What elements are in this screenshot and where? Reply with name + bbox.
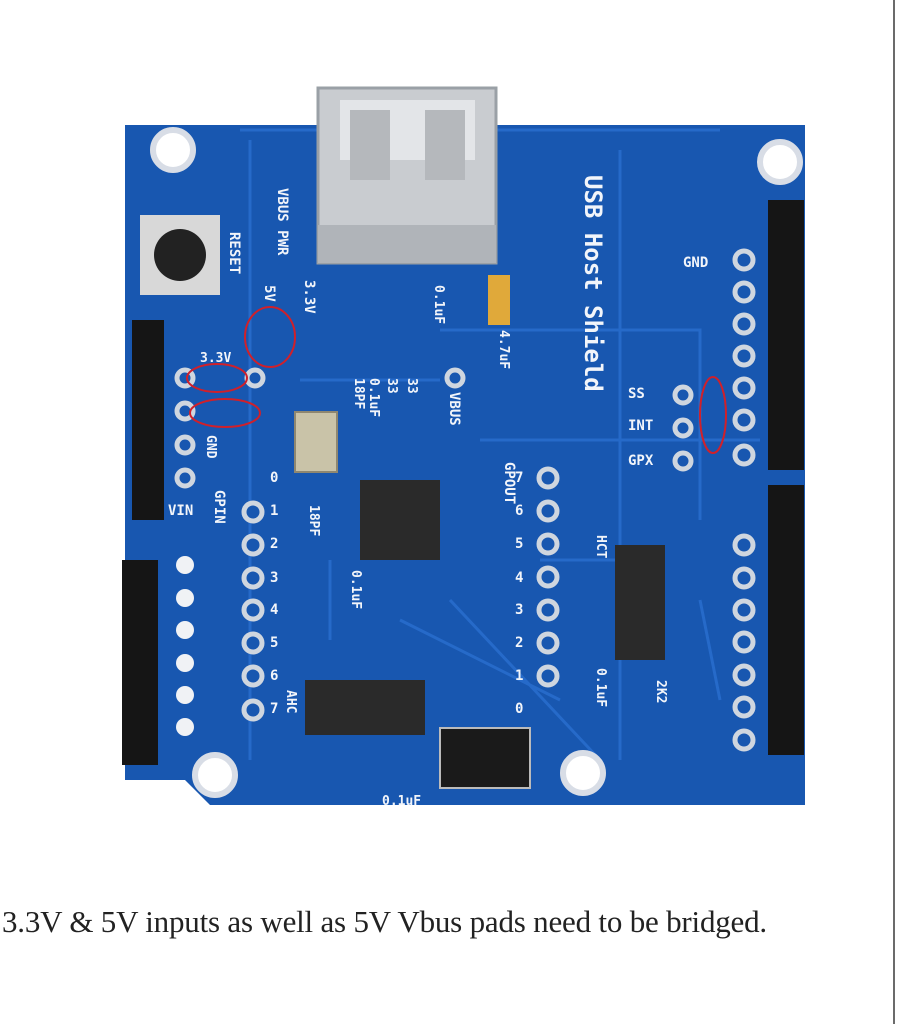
label-ss: SS [628, 386, 645, 402]
label-0-1uf-mid: 0.1uF [366, 378, 381, 417]
label-33-a: 33 [384, 378, 399, 394]
label-gpx: GPX [628, 453, 654, 469]
gpin-number: 6 [270, 668, 278, 684]
label-vbus: VBUS [446, 392, 462, 426]
label-ahc: AHC [283, 690, 298, 713]
ics [294, 275, 665, 789]
label-gnd-left: GND [203, 435, 218, 459]
gpin-numbers: 0 1 2 3 4 5 6 7 [270, 470, 278, 717]
label-0-1uf-bottom: 0.1uF [382, 794, 421, 809]
bridge-highlights [186, 306, 727, 454]
caption: 3.3V & 5V inputs as well as 5V Vbus pads… [2, 904, 767, 939]
pin-headers [122, 200, 804, 765]
gpin-number: 2 [270, 536, 278, 552]
label-0-1uf-chip: 0.1uF [348, 570, 363, 609]
label-18pf-b: 18PF [306, 505, 321, 536]
label-2k2: 2K2 [653, 680, 668, 703]
gpout-number: 0 [515, 701, 523, 717]
label-4-7uf: 4.7uF [496, 330, 511, 369]
label-3-3v-left: 3.3V [200, 351, 231, 366]
label-3-3v-top: 3.3V [301, 280, 317, 314]
usb-connector [316, 86, 498, 265]
label-vin: VIN [168, 503, 193, 519]
gpin-number: 1 [270, 503, 278, 519]
gpout-number: 6 [515, 503, 523, 519]
gpin-number: 3 [270, 570, 278, 586]
pcb-traces [240, 128, 760, 762]
label-18pf-a: 18PF [351, 378, 366, 409]
gpout-number: 7 [515, 470, 523, 486]
label-gpin: GPIN [211, 490, 227, 524]
gpout-number: 5 [515, 536, 523, 552]
label-reset: RESET [226, 232, 242, 274]
board-title: USB Host Shield [579, 175, 607, 392]
label-vbus-pwr: VBUS PWR [274, 188, 290, 256]
label-0-1uf-right: 0.1uF [593, 668, 608, 707]
right-border [893, 0, 895, 1024]
gpin-number: 4 [270, 602, 278, 618]
label-0-1uf-top: 0.1uF [431, 285, 446, 324]
gpout-number: 4 [515, 570, 523, 586]
gpin-number: 7 [270, 701, 278, 717]
label-hct: HCT [593, 535, 608, 559]
label-gpout: GPOUT [501, 462, 517, 504]
label-5v: 5V [261, 285, 277, 302]
pad-rows [174, 248, 756, 752]
label-int: INT [628, 418, 653, 434]
usb-host-shield-photo: USB Host Shield GND SS INT GPX RESET VBU… [122, 86, 805, 809]
mounting-holes [150, 127, 803, 798]
gpout-number: 2 [515, 635, 523, 651]
white-pads [176, 556, 194, 736]
reset-button [140, 215, 220, 295]
gpin-number: 0 [270, 470, 278, 486]
gpout-number: 1 [515, 668, 523, 684]
label-gnd-right: GND [683, 255, 708, 271]
gpout-numbers: 7 6 5 4 3 2 1 0 [515, 470, 523, 717]
gpin-number: 5 [270, 635, 278, 651]
gpout-number: 3 [515, 602, 523, 618]
label-33-b: 33 [404, 378, 419, 394]
